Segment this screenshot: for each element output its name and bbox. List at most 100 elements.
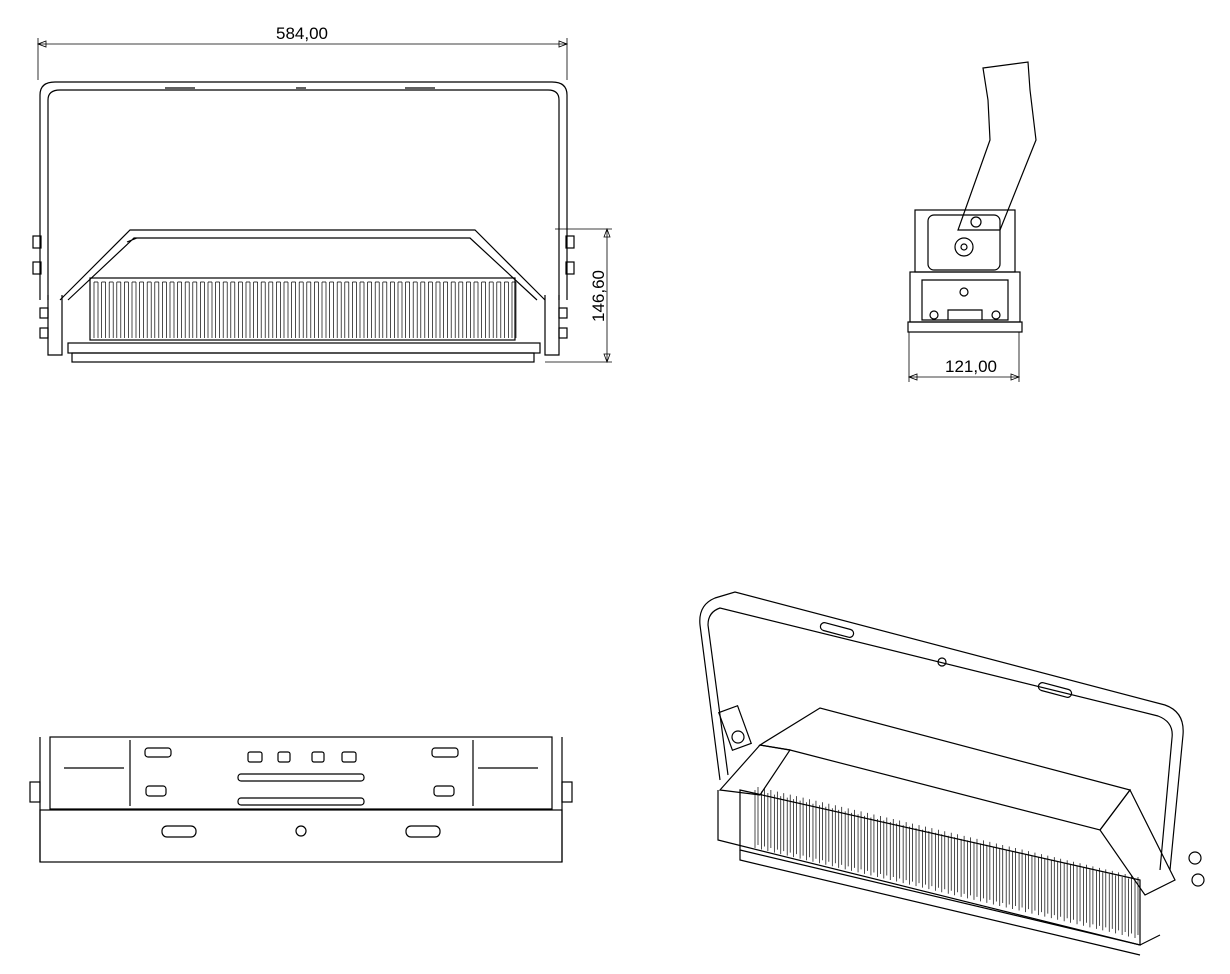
heatsink-fin — [488, 281, 494, 338]
heatsink-fin — [162, 281, 167, 338]
heatsink-fin — [169, 281, 175, 338]
heatsink-fin — [344, 281, 350, 338]
iso-heatsink-fin — [1018, 849, 1023, 911]
heatsink-fin — [382, 281, 388, 338]
heatsink-fin — [215, 281, 220, 338]
iso-heatsink-fin — [773, 791, 778, 853]
iso-heatsink-fin — [967, 837, 971, 899]
side-view: 121,00 — [907, 61, 1037, 382]
heatsink-fin — [177, 281, 182, 338]
iso-heatsink-fin — [1063, 860, 1068, 922]
pivot-bolt — [954, 237, 974, 257]
heatsink-fin — [397, 281, 403, 338]
depth-dimension-label: 121,00 — [945, 357, 997, 376]
iso-heatsink-fin — [1121, 873, 1126, 935]
iso-heatsink-fin — [780, 793, 785, 855]
iso-heatsink-fin — [864, 812, 868, 874]
iso-heatsink-fin — [960, 835, 965, 897]
heatsink-fin — [230, 281, 236, 338]
iso-heatsink-fin — [1050, 857, 1055, 919]
iso-heatsink-fin — [986, 841, 991, 903]
mounting-holes — [144, 747, 459, 797]
heatsink-fin — [131, 281, 137, 338]
heatsink-fin — [139, 281, 144, 338]
heatsink-fin — [511, 281, 517, 338]
iso-heatsink-fin — [896, 820, 901, 882]
heatsink-fin — [146, 281, 152, 338]
heatsink-fin — [192, 281, 198, 338]
width-dimension-line — [36, 38, 569, 80]
heatsink-fin — [124, 281, 129, 338]
heatsink-fin — [321, 281, 327, 338]
heatsink-fin — [504, 281, 509, 338]
iso-heatsink-fin — [1025, 851, 1029, 913]
heatsink-fin — [359, 281, 365, 338]
iso-heatsink-fin — [857, 811, 862, 873]
lens-plate — [71, 352, 535, 363]
iso-heatsink-fin — [980, 840, 984, 902]
heatsink-fin — [245, 281, 251, 338]
iso-heatsink-fin — [1031, 852, 1036, 914]
iso-heatsink-fin — [973, 838, 978, 900]
heatsink-fin — [298, 281, 304, 338]
heatsink-fin — [108, 281, 114, 338]
heatsink-fin — [473, 281, 479, 338]
iso-heatsink-fin — [928, 828, 933, 890]
iso-heatsink-fin — [954, 834, 959, 896]
heatsink-fin — [435, 281, 441, 338]
heatsink-fin — [207, 281, 213, 338]
iso-heatsink-fin — [915, 825, 920, 887]
depth-dimension-line — [907, 332, 1021, 382]
width-dimension-label: 584,00 — [276, 24, 328, 43]
iso-heatsink-fin — [1096, 867, 1100, 929]
heatsink-fin — [268, 281, 274, 338]
iso-heatsink-fin — [889, 819, 894, 881]
iso-heatsink-fins — [754, 787, 1139, 938]
heatsink-fin — [481, 281, 486, 338]
iso-heatsink-fin — [947, 832, 952, 894]
iso-heatsink-fin — [877, 815, 881, 877]
front-view: 584,00 146,60 — [32, 24, 612, 364]
iso-heatsink-fin — [799, 797, 804, 859]
iso-heatsink-fin — [1012, 848, 1016, 910]
heatsink-fin — [116, 281, 122, 338]
iso-heatsink-fin — [786, 794, 791, 856]
heatsink-fin — [222, 281, 228, 338]
heatsink-fin — [314, 281, 319, 338]
heatsink-fin — [466, 281, 471, 338]
iso-heatsink-fin — [1038, 854, 1042, 916]
fin-area — [89, 277, 516, 341]
back-plate — [49, 736, 553, 810]
heatsink-fin — [101, 281, 106, 338]
iso-heatsink-fin — [941, 831, 946, 893]
heatsink-fin — [374, 281, 380, 338]
heatsink-fin — [336, 281, 342, 338]
iso-heatsink-fin — [1070, 861, 1074, 923]
heatsink-fin — [458, 281, 464, 338]
side-base — [907, 321, 1023, 333]
iso-heatsink-fin — [1005, 846, 1010, 908]
heatsink-fin — [260, 281, 266, 338]
iso-heatsink-fin — [1115, 872, 1120, 934]
heatsink-fin — [329, 281, 334, 338]
iso-heatsink-fin — [806, 799, 810, 861]
adjustment-arm — [957, 61, 1037, 231]
iso-heatsink-fin — [1076, 863, 1081, 925]
housing-top — [59, 229, 546, 301]
iso-heatsink-fin — [1128, 875, 1132, 937]
mounting-bracket — [39, 81, 568, 300]
heatsink-fin — [253, 281, 258, 338]
heatsink-fin — [291, 281, 296, 338]
heatsink-fin — [238, 281, 243, 338]
iso-heatsink-fin — [761, 788, 765, 850]
iso-heatsink-fin — [909, 823, 913, 885]
heatsink-fin — [405, 281, 410, 338]
iso-heatsink-fin — [831, 805, 836, 867]
isometric-view — [699, 591, 1205, 956]
heatsink-fin — [93, 281, 99, 338]
iso-heatsink-fin — [1089, 866, 1094, 928]
iso-heatsink-fin — [851, 809, 855, 871]
iso-heatsink-fin — [812, 800, 817, 862]
iso-heatsink-fin — [902, 822, 907, 884]
